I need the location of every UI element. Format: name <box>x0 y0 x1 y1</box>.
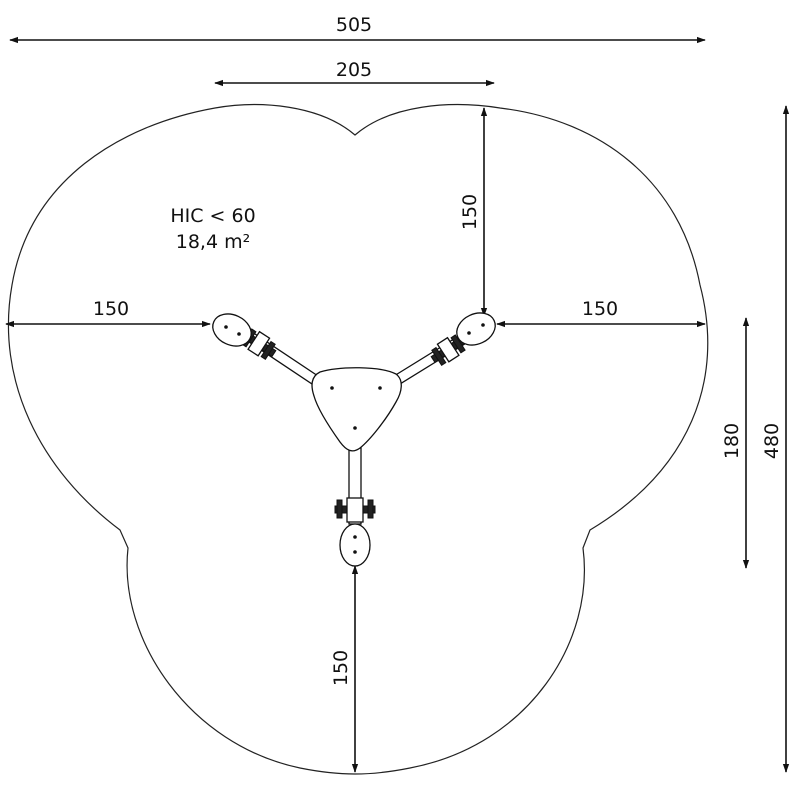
hic-label: HIC < 60 <box>170 205 255 227</box>
bottom-arm-vertical-label: 150 <box>330 650 352 686</box>
safety-area-outline <box>7 104 709 775</box>
right-arm-hardware <box>430 334 466 367</box>
equipment <box>212 312 496 567</box>
inner-height-label: 180 <box>721 423 743 459</box>
top-lobe-width-label: 205 <box>336 59 372 81</box>
bottom-seat <box>339 523 371 567</box>
right-arm-vertical-label: 150 <box>459 194 481 230</box>
right-seat <box>456 312 496 346</box>
overall-width-label: 505 <box>336 14 372 36</box>
overall-height-label: 480 <box>761 423 783 459</box>
area-label: 18,4 m² <box>176 231 250 253</box>
center-platform <box>311 367 402 452</box>
left-arm-horizontal-label: 150 <box>93 298 129 320</box>
left-seat <box>212 313 252 347</box>
right-arm-horizontal-label: 150 <box>582 298 618 320</box>
bottom-arm-hardware <box>334 497 376 523</box>
